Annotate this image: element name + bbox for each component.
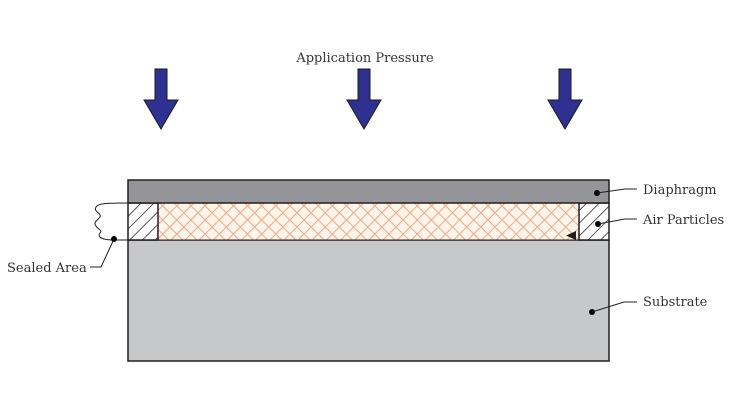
substrate-leader (591, 301, 637, 313)
left-seal (127, 202, 159, 241)
air-particle-marker (566, 231, 576, 240)
air-gap-layer (157, 202, 580, 241)
diagram-title: Application Pressure (295, 51, 434, 66)
sealed-area-bracket (94, 202, 129, 241)
substrate-layer (127, 239, 610, 362)
label-substrate: Substrate (643, 295, 708, 310)
right-seal (578, 202, 610, 241)
diaphragm-layer (127, 179, 610, 204)
arrow-down-icon (143, 68, 179, 130)
label-sealed-area: Sealed Area (7, 261, 87, 276)
label-diaphragm: Diaphragm (643, 183, 717, 198)
arrow-down-icon (547, 68, 583, 130)
air-particles-leader (597, 218, 637, 225)
arrow-down-icon (346, 68, 382, 130)
diaphragm-leader (596, 188, 637, 194)
sealed-area-leader (90, 238, 115, 268)
label-air-particles: Air Particles (642, 213, 724, 228)
pressure-arrows (143, 68, 583, 130)
